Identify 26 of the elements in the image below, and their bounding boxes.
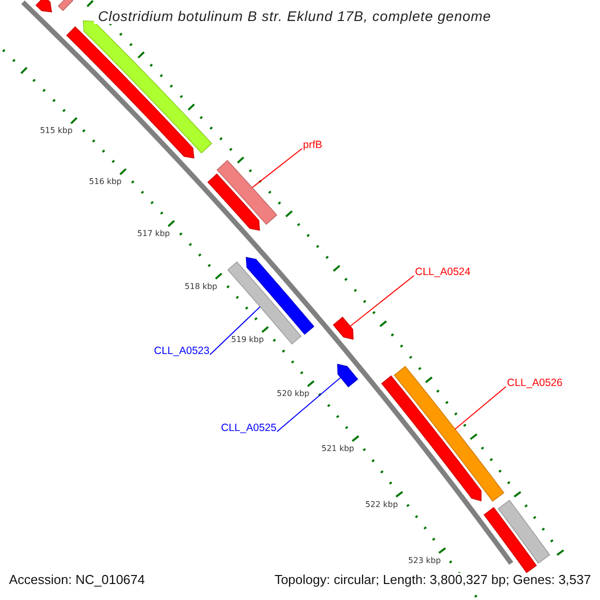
- gene-feature: [332, 316, 354, 340]
- gene-label: CLL_A0525: [221, 422, 276, 434]
- gene-label: CLL_A0526: [507, 377, 562, 390]
- leader-line: [276, 376, 342, 432]
- leader-line: [252, 148, 302, 188]
- accession-text: Accession: NC_010674: [9, 573, 145, 588]
- gene-label: CLL_A0523: [154, 345, 210, 358]
- gene-label: prfB: [303, 139, 322, 152]
- position-label: 519 kbp: [231, 335, 264, 344]
- position-label: 516 kbp: [89, 177, 122, 186]
- position-label: 520 kbp: [276, 389, 310, 398]
- leader-line: [210, 306, 261, 356]
- gene-label: CLL_A0524: [415, 266, 470, 278]
- position-label: 515 kbp: [40, 126, 73, 136]
- position-label: 518 kbp: [184, 282, 218, 291]
- leader-line: [350, 275, 414, 327]
- leader-line: [454, 386, 506, 430]
- gene-feature: [337, 364, 358, 388]
- position-label: 522 kbp: [365, 500, 398, 509]
- position-label: 523 kbp: [408, 556, 441, 566]
- position-label: 517 kbp: [137, 229, 170, 238]
- position-label: 521 kbp: [322, 444, 354, 454]
- gene-feature: [216, 160, 278, 225]
- gene-feature: [227, 261, 302, 345]
- genome-summary-text: Topology: circular; Length: 3,800,327 bp; Genes: 3,537: [274, 573, 591, 588]
- gene-feature: [394, 366, 504, 502]
